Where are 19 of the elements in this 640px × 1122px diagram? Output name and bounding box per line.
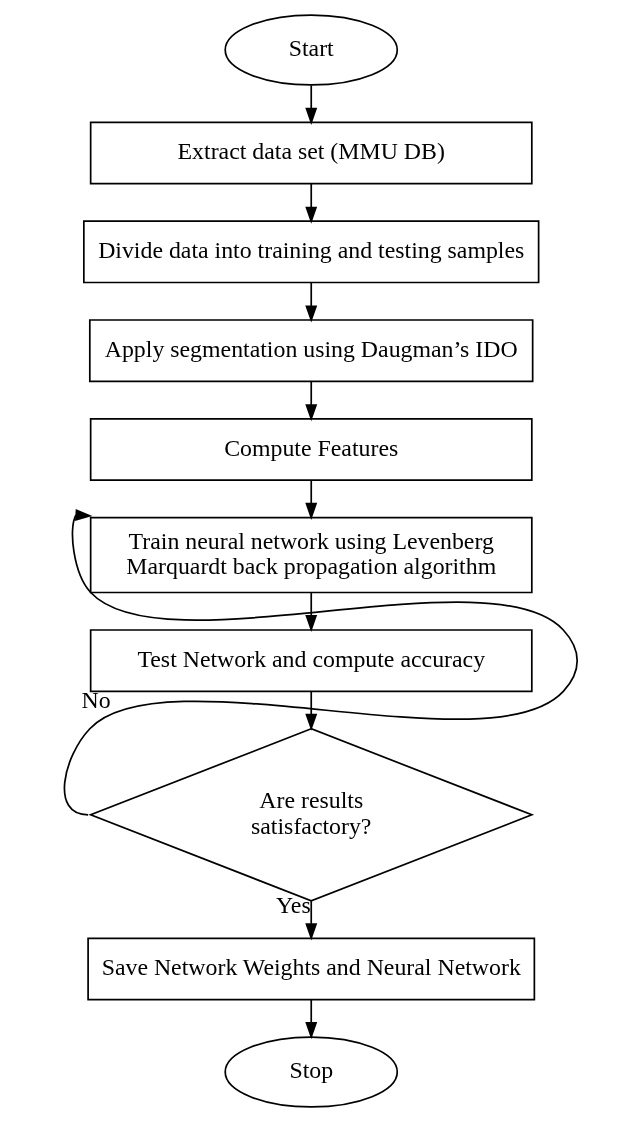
arrow: [63, 509, 578, 816]
node-box: Test Network and compute accuracy: [89, 629, 533, 693]
arrow: [304, 900, 317, 941]
arrow: [304, 380, 317, 422]
arrow: [304, 690, 317, 731]
arrow: [304, 183, 317, 224]
node-box: Apply segmentation using Daugman’s IDO: [88, 319, 533, 383]
arrow: [304, 281, 317, 323]
node-ellipse: Start: [223, 14, 398, 86]
node-box: Divide data into training and testing samples: [82, 220, 539, 284]
arrow: [304, 592, 317, 633]
arrow: [304, 479, 317, 520]
node-box: Train neural network using Levenberg Marquardt back propagation algorithm: [89, 516, 533, 594]
node-box: Compute Features: [89, 417, 533, 481]
node-box: Save Network Weights and Neural Network: [86, 937, 535, 1001]
arrow: [304, 999, 317, 1040]
node-box: Extract data set (MMU DB): [89, 121, 533, 185]
arrow: [304, 84, 317, 125]
node-ellipse: Stop: [223, 1036, 398, 1108]
